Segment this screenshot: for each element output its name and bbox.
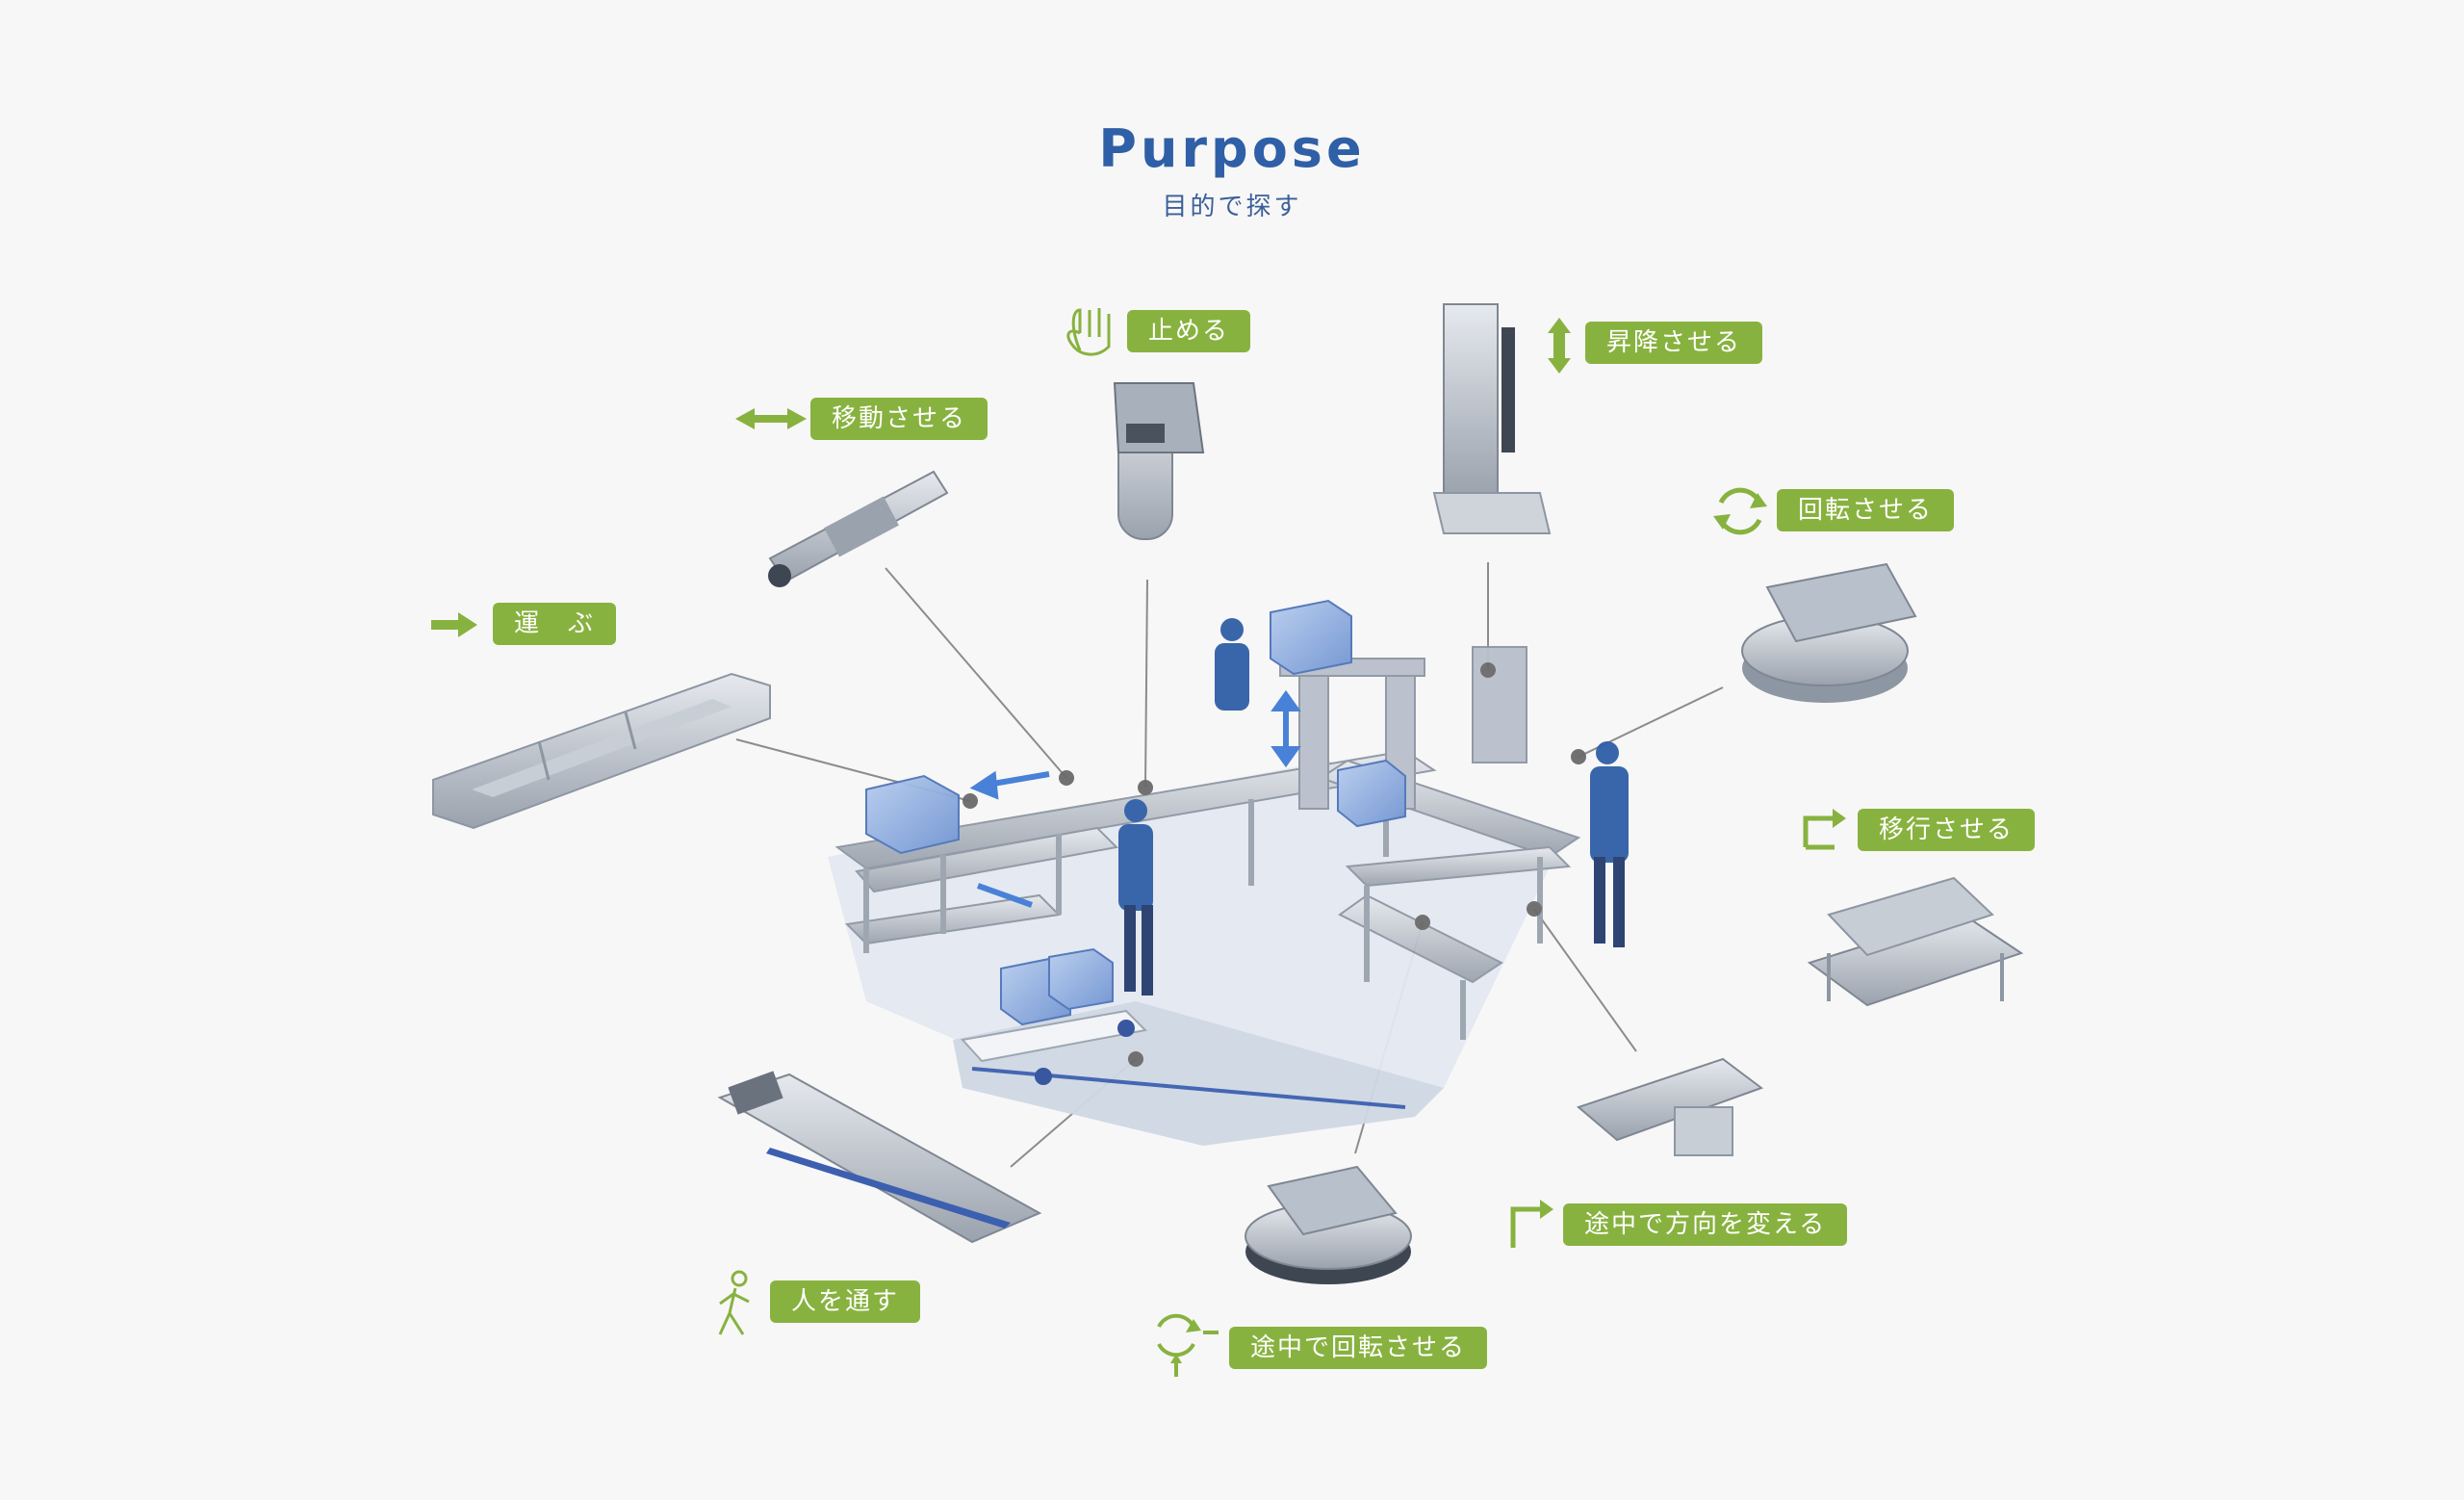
page-subtitle: 目的で探す bbox=[1162, 193, 1302, 221]
product-pass-people-plate bbox=[717, 1071, 1042, 1244]
purpose-tag-move[interactable]: 移動させる bbox=[810, 398, 988, 440]
product-stopper bbox=[1113, 382, 1205, 540]
purpose-tag-rotate[interactable]: 回転させる bbox=[1777, 489, 1955, 531]
product-transfer-unit bbox=[1807, 876, 2024, 1007]
double-arrow-vertical-icon bbox=[1548, 318, 1571, 374]
purpose-tag-transfer[interactable]: 移行させる bbox=[1858, 809, 2036, 851]
purpose-tag-change-direction[interactable]: 途中で方向を変える bbox=[1563, 1203, 1848, 1246]
purpose-tag-lift[interactable]: 昇降させる bbox=[1585, 322, 1763, 364]
product-rotary-table bbox=[1741, 562, 1917, 703]
arrow-right-icon bbox=[431, 612, 477, 637]
product-carry-conveyor bbox=[432, 672, 771, 830]
turn-arrow-icon bbox=[1803, 809, 1846, 850]
purpose-tag-rotate-midway[interactable]: 途中で回転させる bbox=[1229, 1327, 1488, 1369]
purpose-tag-stop[interactable]: 止める bbox=[1127, 310, 1251, 352]
walking-person-icon bbox=[718, 1270, 750, 1335]
page-title: Purpose bbox=[1098, 118, 1366, 179]
section-header: Purpose 目的で探す bbox=[0, 123, 2464, 222]
product-direction-changer bbox=[1577, 1057, 1764, 1156]
rotate-midway-icon bbox=[1157, 1313, 1219, 1377]
turn-arrow-icon-2 bbox=[1510, 1200, 1553, 1248]
purpose-tag-carry[interactable]: 運 ぶ bbox=[493, 603, 617, 645]
purpose-tag-pass-people[interactable]: 人を通す bbox=[770, 1280, 921, 1323]
rotate-icon bbox=[1713, 487, 1767, 535]
product-rotate-midway bbox=[1245, 1165, 1412, 1284]
product-move-actuator bbox=[768, 470, 949, 587]
product-lifter bbox=[1432, 303, 1552, 534]
central-layout bbox=[828, 599, 1629, 1146]
hand-stop-icon bbox=[1066, 308, 1111, 356]
double-arrow-horizontal-icon bbox=[735, 408, 807, 429]
